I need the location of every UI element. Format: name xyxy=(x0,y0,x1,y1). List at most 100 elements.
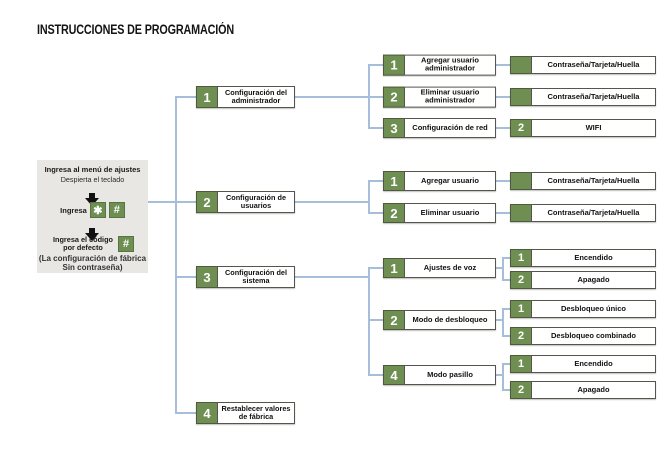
node-number: 3 xyxy=(383,118,404,138)
node-label: Contraseña/Tarjeta/Huella xyxy=(531,88,656,106)
node-agregar-usuario: 1 Agregar usuario xyxy=(383,171,496,191)
node-eliminar-admin: 2 Eliminar usuario administrador xyxy=(383,86,496,108)
node-contrasena-tarjeta-huella: Contraseña/Tarjeta/Huella xyxy=(510,88,656,106)
node-label: Ajustes de voz xyxy=(404,258,496,278)
node-number xyxy=(510,172,531,190)
node-label: Configuración de usuarios xyxy=(217,191,295,213)
connector-line xyxy=(175,201,196,203)
connector-line xyxy=(493,64,510,66)
connector-line xyxy=(493,127,510,129)
node-label: Desbloqueo único xyxy=(531,300,656,318)
connector-line xyxy=(368,127,383,129)
connector-line xyxy=(502,389,510,391)
node-config-red: 3 Configuración de red xyxy=(383,118,496,138)
node-number: 1 xyxy=(383,258,404,278)
node-label: Encendido xyxy=(531,355,656,373)
node-number: 2 xyxy=(510,381,531,399)
start-instructions-panel: Ingresa al menú de ajustes Despierta el … xyxy=(37,160,148,273)
node-label: Modo de desbloqueo xyxy=(404,310,496,330)
node-number: 1 xyxy=(510,300,531,318)
node-encendido-pasillo: 1 Encendido xyxy=(510,355,656,373)
node-config-admin: 1 Configuración del administrador xyxy=(196,86,295,108)
connector-line xyxy=(502,308,510,310)
node-contrasena-tarjeta-huella: Contraseña/Tarjeta/Huella xyxy=(510,172,656,190)
node-eliminar-usuario: 2 Eliminar usuario xyxy=(383,203,496,223)
node-number: 1 xyxy=(510,249,531,267)
node-number: 1 xyxy=(196,86,217,108)
star-key-icon: ✱ xyxy=(89,202,106,218)
node-number: 2 xyxy=(196,191,217,213)
node-label: Configuración del sistema xyxy=(217,266,295,288)
node-modo-desbloqueo: 2 Modo de desbloqueo xyxy=(383,310,496,330)
connector-line xyxy=(502,363,504,391)
connector-line xyxy=(368,180,383,182)
node-wifi: 2 WIFI xyxy=(510,119,656,137)
node-label: Contraseña/Tarjeta/Huella xyxy=(531,172,656,190)
node-number xyxy=(510,204,531,222)
node-number: 2 xyxy=(383,310,404,330)
node-number: 2 xyxy=(383,203,404,223)
connector-line xyxy=(502,308,504,337)
node-number xyxy=(510,88,531,106)
node-label: Encendido xyxy=(531,249,656,267)
connector-line xyxy=(502,335,510,337)
connector-line xyxy=(493,96,510,98)
connector-line xyxy=(368,319,383,321)
node-label: Contraseña/Tarjeta/Huella xyxy=(531,204,656,222)
node-contrasena-tarjeta-huella: Contraseña/Tarjeta/Huella xyxy=(510,56,656,74)
connector-line xyxy=(502,279,510,281)
node-number: 1 xyxy=(510,355,531,373)
node-label: Apagado xyxy=(531,271,656,289)
connector-line xyxy=(368,267,383,269)
node-desbloqueo-unico: 1 Desbloqueo único xyxy=(510,300,656,318)
node-contrasena-tarjeta-huella: Contraseña/Tarjeta/Huella xyxy=(510,204,656,222)
node-number: 2 xyxy=(510,119,531,137)
node-modo-pasillo: 4 Modo pasillo xyxy=(383,365,496,385)
connector-line xyxy=(493,212,510,214)
default-code-label: Ingresa el código por defecto xyxy=(52,235,113,253)
panel-subheading: Despierta el teclado xyxy=(60,175,125,184)
node-label: Agregar usuario xyxy=(404,171,496,191)
connector-line xyxy=(290,201,368,203)
down-arrow-icon xyxy=(85,228,99,241)
node-label: Configuración del administrador xyxy=(217,86,295,108)
node-config-usuarios: 2 Configuración de usuarios xyxy=(196,191,295,213)
connector-line xyxy=(368,96,383,98)
connector-line xyxy=(368,180,370,214)
enter-keys-row: Ingresa ✱ # xyxy=(37,202,148,218)
node-label: Agregar usuario administrador xyxy=(404,54,496,76)
node-number: 2 xyxy=(510,271,531,289)
node-label: Eliminar usuario administrador xyxy=(404,86,496,108)
node-number xyxy=(510,56,531,74)
hash-key-icon: # xyxy=(108,202,125,218)
factory-note: (La configuración de fábrica Sin contras… xyxy=(38,254,147,272)
default-code-row: Ingresa el código por defecto # xyxy=(43,235,144,253)
connector-line xyxy=(175,96,177,414)
connector-line xyxy=(175,412,196,414)
node-restablecer-fabrica: 4 Restablecer valores de fábrica xyxy=(196,402,295,424)
connector-line xyxy=(502,257,510,259)
hash-key-icon: # xyxy=(118,236,134,253)
node-apagado-pasillo: 2 Apagado xyxy=(510,381,656,399)
connector-line xyxy=(290,96,368,98)
node-number: 4 xyxy=(196,402,217,424)
node-config-sistema: 3 Configuración del sistema xyxy=(196,266,295,288)
node-ajustes-voz: 1 Ajustes de voz xyxy=(383,258,496,278)
connector-line xyxy=(368,374,383,376)
connector-line xyxy=(502,257,504,281)
node-label: Modo pasillo xyxy=(404,365,496,385)
node-label: Contraseña/Tarjeta/Huella xyxy=(531,56,656,74)
connector-line xyxy=(493,319,502,321)
connector-line xyxy=(175,276,196,278)
connector-line xyxy=(502,363,510,365)
node-label: Apagado xyxy=(531,381,656,399)
connector-line xyxy=(368,212,383,214)
connector-line xyxy=(148,201,176,203)
connector-line xyxy=(493,267,502,269)
node-label: Desbloqueo combinado xyxy=(531,327,656,345)
connector-line xyxy=(368,267,370,376)
node-agregar-admin: 1 Agregar usuario administrador xyxy=(383,54,496,76)
connector-line xyxy=(493,374,502,376)
connector-line xyxy=(290,276,368,278)
